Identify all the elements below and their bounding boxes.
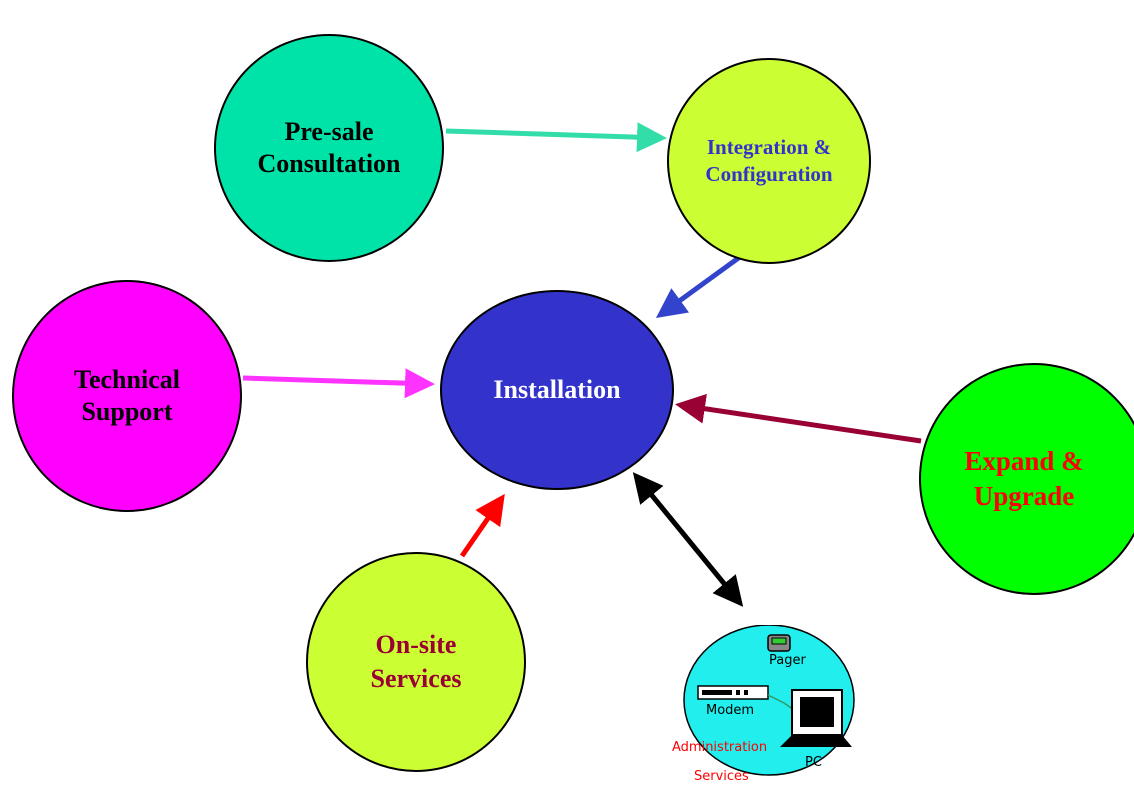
pager-icon bbox=[767, 634, 791, 652]
node-expand-upgrade: Expand & Upgrade bbox=[919, 363, 1134, 595]
modem-label: Modem bbox=[706, 703, 755, 718]
arrow-admin-installation-bidirectional bbox=[632, 472, 744, 607]
arrow-onsite-to-installation bbox=[459, 493, 505, 558]
admin-services-title-line1: Administration bbox=[672, 740, 768, 755]
node-presale-consultation: Pre-sale Consultation bbox=[214, 34, 444, 262]
admin-services-illustration bbox=[683, 624, 855, 776]
node-onsite-services: On-site Services bbox=[306, 552, 526, 772]
node-integration-configuration: Integration & Configuration bbox=[667, 58, 871, 264]
node-presale-label: Pre-sale Consultation bbox=[257, 116, 401, 179]
node-installation: Installation bbox=[440, 290, 674, 490]
node-integration-label: Integration & Configuration bbox=[705, 134, 833, 186]
modem-icon bbox=[697, 685, 769, 700]
node-expand-label: Expand & Upgrade bbox=[964, 445, 1084, 511]
arrow-presale-to-integration bbox=[445, 122, 667, 153]
admin-services-title-line2: Services bbox=[694, 769, 749, 784]
node-installation-label: Installation bbox=[493, 375, 621, 404]
node-onsite-label: On-site Services bbox=[370, 630, 462, 693]
pc-label: PC bbox=[805, 755, 822, 770]
node-administration-services: Pager Modem PC Administration Services bbox=[672, 624, 892, 795]
pager-label: Pager bbox=[769, 653, 806, 668]
node-technical-support: Technical Support bbox=[12, 280, 242, 512]
arrow-expand-to-installation bbox=[675, 393, 922, 444]
node-technical-label: Technical Support bbox=[74, 364, 180, 427]
arrow-technical-to-installation bbox=[242, 368, 435, 399]
pc-icon bbox=[780, 689, 852, 747]
